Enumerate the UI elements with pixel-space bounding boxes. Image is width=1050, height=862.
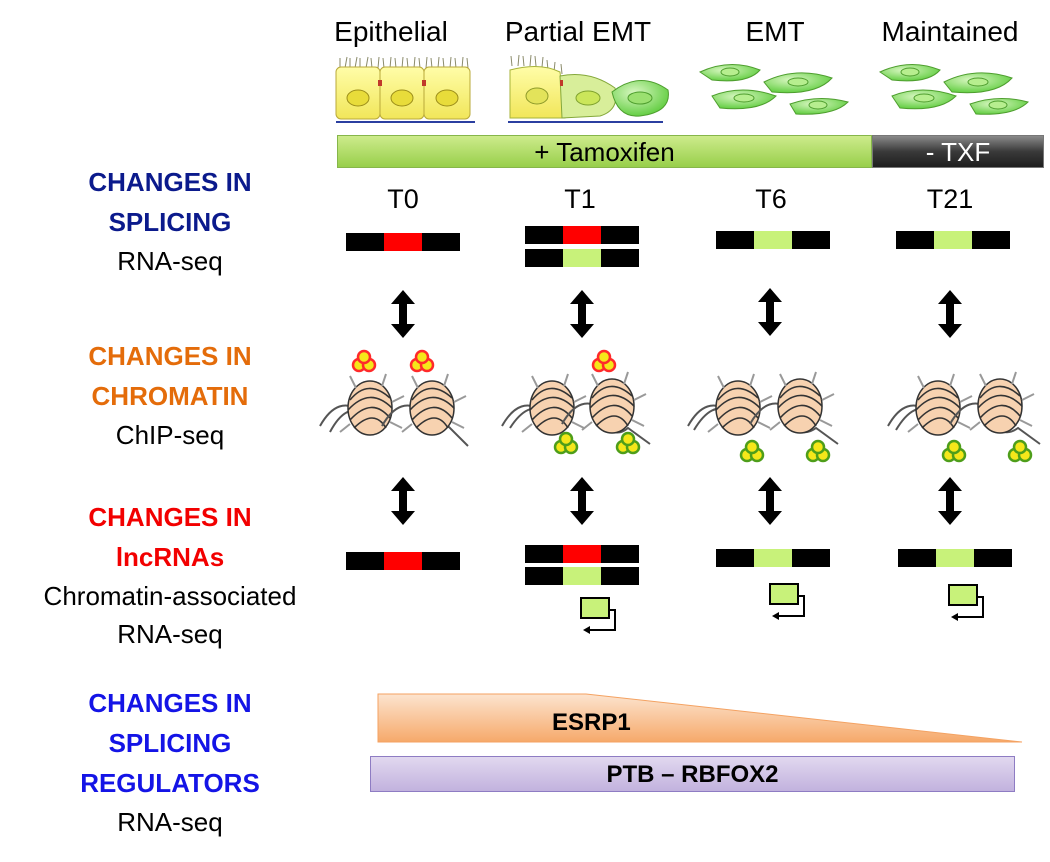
exon-t0 bbox=[346, 233, 460, 251]
tamoxifen-bar: + Tamoxifen bbox=[337, 135, 872, 168]
esrp1-label: ESRP1 bbox=[552, 709, 631, 736]
exon-t6 bbox=[716, 549, 830, 567]
chromatin-t0 bbox=[319, 349, 469, 447]
active-mark-icon bbox=[1007, 439, 1033, 463]
regulators-heading-line-2: SPLICING bbox=[108, 728, 232, 758]
exon-t1-red bbox=[525, 545, 639, 563]
timepoint-t21: T21 bbox=[926, 184, 974, 214]
splicing-heading-line-2: SPLICING bbox=[108, 207, 232, 237]
splicing-method: RNA-seq bbox=[117, 246, 223, 276]
nucleosome-icon bbox=[887, 373, 973, 436]
regulators-heading-line-1: CHANGES IN bbox=[88, 688, 252, 718]
row-splicing-label: CHANGES IN SPLICING RNA-seq bbox=[5, 162, 335, 280]
emt-cells bbox=[698, 64, 849, 115]
regulators-method: RNA-seq bbox=[117, 807, 223, 837]
row-chromatin-label: CHANGES IN CHROMATIN ChIP-seq bbox=[5, 336, 335, 454]
exon-t21 bbox=[896, 231, 1010, 249]
lncrna-transcript-icon bbox=[580, 597, 616, 635]
lncrna-method-line-1: Chromatin-associated bbox=[43, 581, 297, 611]
lncrna-transcript-icon bbox=[769, 583, 805, 621]
splicing-exons bbox=[346, 226, 1010, 267]
repressive-mark-icon bbox=[591, 349, 617, 373]
row-lncrna-label: CHANGES IN lncRNAs Chromatin-associated … bbox=[5, 497, 335, 653]
arrow-t1-upper bbox=[570, 290, 594, 338]
arrow-t6-lower bbox=[758, 477, 782, 525]
arrow-t0-lower bbox=[391, 477, 415, 525]
txf-withdrawal-bar: - TXF bbox=[872, 135, 1044, 168]
active-mark-icon bbox=[615, 431, 641, 455]
exon-t0 bbox=[346, 552, 460, 570]
repressive-mark-icon bbox=[351, 349, 377, 373]
lncrna-method-line-2: RNA-seq bbox=[117, 619, 223, 649]
nucleosome-icon bbox=[687, 373, 773, 436]
stage-label-partial-emt: Partial EMT bbox=[504, 16, 652, 47]
lncrna-exons bbox=[346, 545, 1012, 585]
row-regulators-label: CHANGES IN SPLICING REGULATORS RNA-seq bbox=[5, 683, 335, 841]
arrow-t21-upper bbox=[938, 290, 962, 338]
active-mark-icon bbox=[941, 439, 967, 463]
arrow-t6-upper bbox=[758, 288, 782, 336]
stage-label-maintained: Maintained bbox=[881, 16, 1019, 47]
maintained-cells bbox=[878, 64, 1029, 115]
exon-t1-red bbox=[525, 226, 639, 244]
chromatin-heading-line-2: CHROMATIN bbox=[91, 381, 249, 411]
lncrna-transcript-icon bbox=[948, 584, 984, 622]
chromatin-t21 bbox=[887, 371, 1041, 463]
nucleosome-icon bbox=[501, 373, 587, 436]
exon-t21 bbox=[898, 549, 1012, 567]
arrow-t21-lower bbox=[938, 477, 962, 525]
active-mark-icon bbox=[553, 431, 579, 455]
exon-t1-green bbox=[525, 249, 639, 267]
active-mark-icon bbox=[805, 439, 831, 463]
timepoint-t0: T0 bbox=[387, 184, 419, 214]
partial-emt-cells bbox=[508, 54, 669, 123]
chromatin-method: ChIP-seq bbox=[115, 420, 225, 450]
regulators-heading-line-3: REGULATORS bbox=[80, 768, 260, 798]
lncrna-transcripts bbox=[580, 583, 984, 635]
ptb-rbfox2-bar: PTB – RBFOX2 bbox=[370, 756, 1015, 792]
esrp1-wedge bbox=[377, 693, 1023, 743]
chromatin-t1 bbox=[501, 349, 651, 455]
timepoint-t1: T1 bbox=[564, 184, 596, 214]
arrow-t1-lower bbox=[570, 477, 594, 525]
stage-label-epithelial: Epithelial bbox=[334, 16, 448, 47]
chromatin-t6 bbox=[687, 371, 839, 463]
epithelial-cells bbox=[335, 56, 475, 123]
lncrna-heading-line-1: CHANGES IN bbox=[88, 502, 252, 532]
double-arrows bbox=[391, 288, 962, 525]
arrow-t0-upper bbox=[391, 290, 415, 338]
nucleosome-icon bbox=[381, 373, 467, 436]
stage-label-emt: EMT bbox=[745, 16, 805, 47]
exon-t1-green bbox=[525, 567, 639, 585]
cell-illustrations bbox=[335, 54, 1029, 123]
splicing-heading-line-1: CHANGES IN bbox=[88, 167, 252, 197]
lncrna-heading-line-2: lncRNAs bbox=[115, 542, 225, 572]
timepoint-t6: T6 bbox=[755, 184, 787, 214]
chromatin-heading-line-1: CHANGES IN bbox=[88, 341, 252, 371]
repressive-mark-icon bbox=[409, 349, 435, 373]
active-mark-icon bbox=[739, 439, 765, 463]
exon-t6 bbox=[716, 231, 830, 249]
